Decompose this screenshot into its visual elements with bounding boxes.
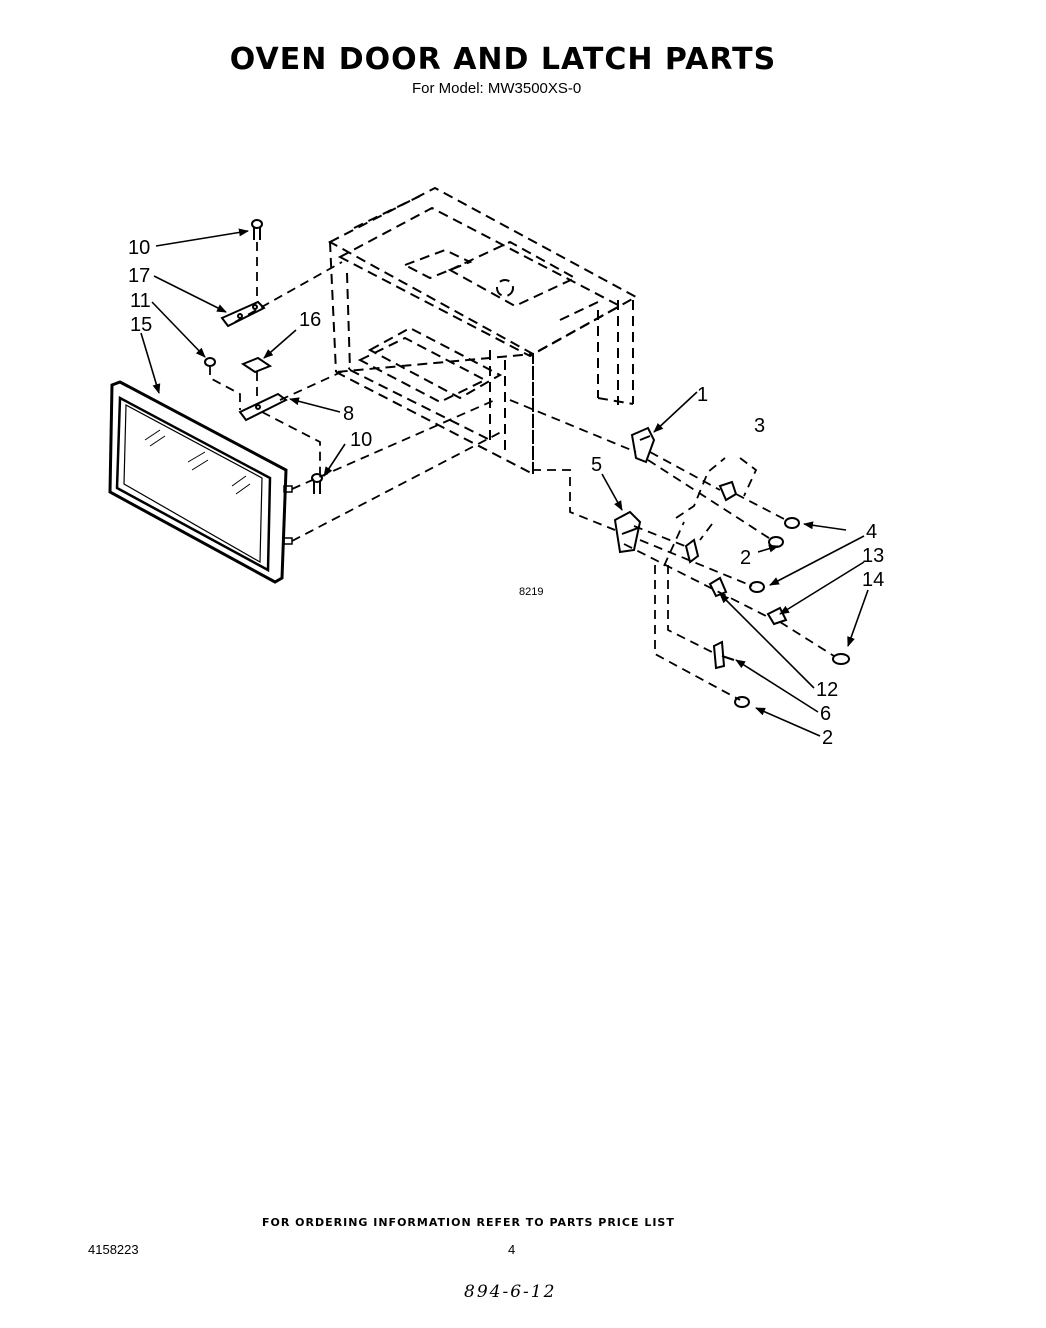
handwritten-note: 894-6-12 xyxy=(464,1282,557,1302)
oven-door xyxy=(108,380,293,584)
bracket-part-5 xyxy=(613,510,642,554)
callout-16: 16 xyxy=(299,309,321,331)
hinge-part-8 xyxy=(238,392,288,422)
screw-part-2-a xyxy=(768,536,784,548)
callout-10-top: 10 xyxy=(128,237,150,259)
callout-15: 15 xyxy=(130,314,152,336)
callout-11: 11 xyxy=(130,290,151,312)
callout-13: 13 xyxy=(862,545,884,567)
callout-14: 14 xyxy=(862,569,884,591)
screw-part-4-b xyxy=(749,581,765,593)
callout-2-upper: 2 xyxy=(740,547,751,569)
page-number: 4 xyxy=(508,1242,516,1257)
screw-part-14 xyxy=(832,653,850,665)
screw-part-10-top xyxy=(251,219,263,240)
callout-arrows xyxy=(140,228,869,737)
screw-part-2-b xyxy=(734,696,750,708)
callout-17: 17 xyxy=(128,265,150,287)
switch-part-12 xyxy=(708,576,728,598)
nut-part-11 xyxy=(204,357,216,367)
page-title: OVEN DOOR AND LATCH PARTS xyxy=(229,42,777,77)
callout-6: 6 xyxy=(820,703,831,725)
lever-part-6 xyxy=(712,640,735,670)
ordering-note: FOR ORDERING INFORMATION REFER TO PARTS … xyxy=(262,1216,675,1229)
spacer-part-16 xyxy=(240,356,273,374)
hinge-plate-part-17 xyxy=(220,300,266,328)
callout-1: 1 xyxy=(697,384,708,406)
screw-part-4-a xyxy=(784,517,800,529)
switch-part-3 xyxy=(718,480,738,502)
model-subtitle: For Model: MW3500XS-0 xyxy=(412,80,582,97)
latch-part-1 xyxy=(630,426,656,464)
actuator-part-14 xyxy=(766,606,788,626)
callout-4: 4 xyxy=(866,521,877,543)
callout-2-lower: 2 xyxy=(822,727,833,749)
oven-cavity-outline xyxy=(327,186,639,476)
document-number: 4158223 xyxy=(88,1242,139,1257)
callout-10-bottom: 10 xyxy=(350,429,372,451)
screw-part-10-bottom xyxy=(311,473,323,494)
assembly-lines xyxy=(209,242,835,701)
callout-8: 8 xyxy=(343,403,354,425)
callout-3: 3 xyxy=(754,415,765,437)
callout-5: 5 xyxy=(591,454,602,476)
switch-part-13 xyxy=(684,538,700,564)
diagram-code: 8219 xyxy=(519,586,543,598)
callout-12: 12 xyxy=(816,679,838,701)
